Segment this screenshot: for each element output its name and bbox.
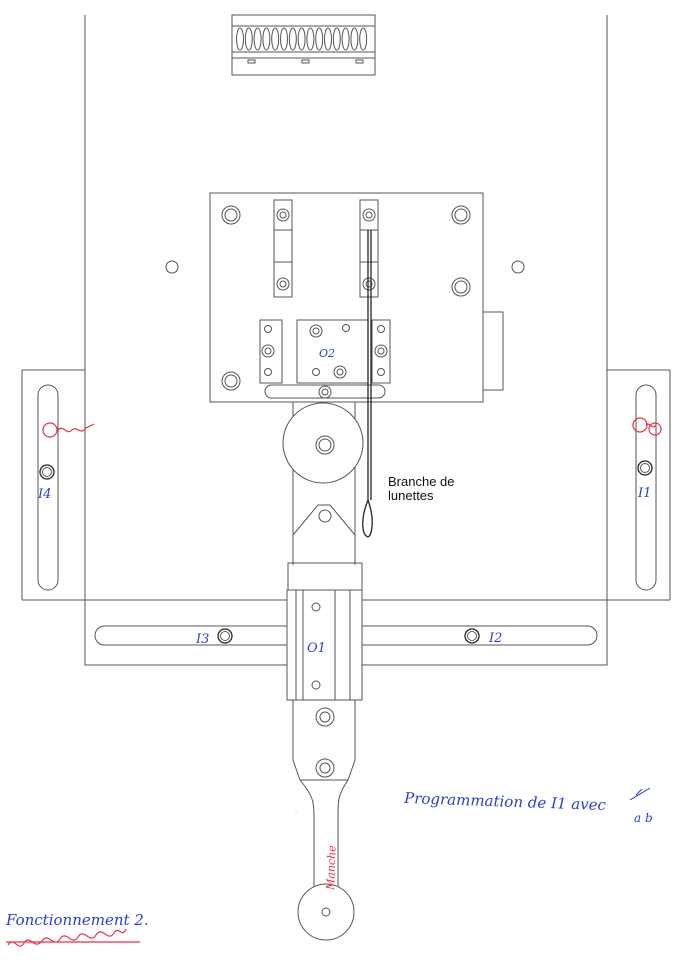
programming-note: Programmation de I1 avec: [403, 789, 607, 814]
mount-hole-right: [511, 260, 525, 274]
left-slot: [37, 384, 59, 591]
screw-i2: [464, 628, 480, 644]
screw-head: [451, 277, 471, 297]
glasses-arm-label-line2: lunettes: [388, 488, 434, 503]
screw-i1: [637, 460, 653, 476]
screw-head: [276, 277, 290, 291]
terminal-slot: [271, 27, 280, 51]
mount-hole-left: [165, 260, 179, 274]
terminal-slot: [315, 27, 324, 51]
screw-head: [318, 385, 332, 399]
screw-i4: [39, 464, 55, 480]
screw-head: [374, 344, 388, 358]
terminal-slot: [359, 27, 368, 51]
terminal-slot: [306, 27, 315, 51]
pivot-arm: [282, 402, 364, 591]
terminal-slot: [244, 27, 253, 51]
right-slot: [635, 384, 657, 591]
screw-head: [362, 208, 376, 222]
terminal-connector: [231, 14, 376, 76]
label-i4: I4: [37, 487, 51, 502]
glasses-arm: [362, 230, 373, 538]
red-crossed-out-notes: [6, 417, 662, 947]
screw-head: [333, 365, 347, 379]
glasses-arm-label-line1: Branche de: [388, 474, 455, 489]
terminal-slot: [332, 27, 341, 51]
label-i3: I3: [195, 632, 209, 647]
screw-head: [451, 205, 471, 225]
screw-head: [362, 277, 376, 291]
screw-head: [309, 324, 323, 338]
terminal-slot: [288, 27, 297, 51]
label-i1: I1: [637, 486, 651, 501]
scribble-blue: [629, 787, 651, 801]
terminal-slot: [341, 27, 350, 51]
terminal-slot: [253, 27, 262, 51]
screw-head: [261, 344, 275, 358]
label-o2: O2: [319, 347, 335, 360]
stray-mark: ◦: [294, 809, 299, 818]
base-frame: [21, 15, 671, 666]
screw-i3: [217, 628, 233, 644]
screw-head: [221, 371, 241, 391]
label-o1: O1: [307, 641, 326, 656]
slider-block: [286, 589, 363, 701]
terminal-slot: [297, 27, 306, 51]
label-i2: I2: [488, 631, 502, 646]
terminal-slot: [350, 27, 359, 51]
terminal-slot: [236, 27, 244, 51]
page-title-handwritten: Fonctionnement 2.: [5, 911, 149, 929]
terminal-slot: [280, 27, 288, 51]
terminal-slot: [324, 27, 332, 51]
label-handle: Manche: [324, 845, 339, 892]
central-plate: [209, 192, 504, 403]
screw-head: [221, 205, 241, 225]
screw-head: [276, 208, 290, 222]
terminal-slot: [262, 27, 271, 51]
handle: [292, 700, 356, 941]
programming-note-sub: a b: [634, 811, 653, 825]
